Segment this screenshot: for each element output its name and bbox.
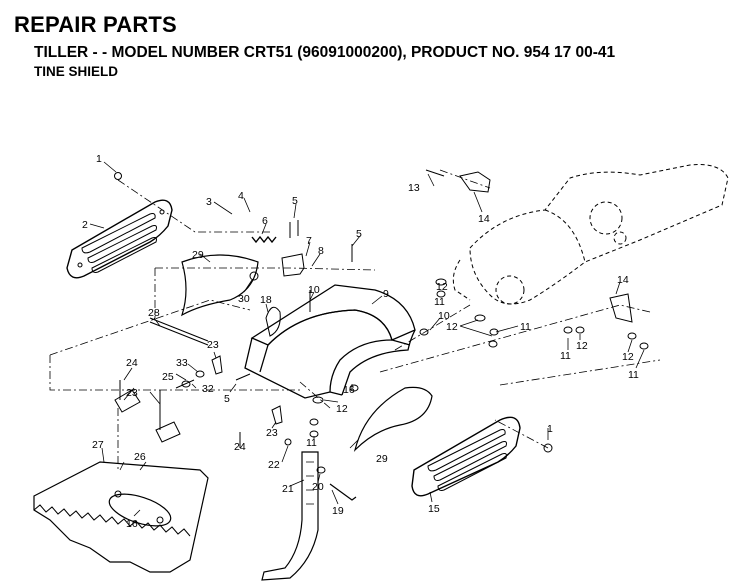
- callout-24: 24: [234, 441, 246, 453]
- callout-labels: 1 1 2 3 4 5 5 5 6 7 8 9 10 10 11 11 11 1…: [82, 153, 639, 530]
- page-title: REPAIR PARTS: [14, 12, 177, 37]
- bracket-14-right: [609, 293, 633, 323]
- rod-28: [149, 317, 209, 346]
- callout-11: 11: [306, 437, 317, 449]
- callout-28: 28: [148, 307, 160, 319]
- fasteners: [114, 169, 649, 524]
- shield-flap-left: [180, 254, 259, 317]
- callout-4: 4: [238, 190, 244, 202]
- callout-8: 8: [318, 245, 324, 257]
- callout-32: 32: [202, 383, 214, 395]
- callout-23: 23: [266, 427, 278, 439]
- pin-19: [329, 483, 357, 501]
- callout-1: 1: [96, 153, 102, 165]
- callout-3: 3: [206, 196, 212, 208]
- callout-14: 14: [478, 213, 490, 225]
- callout-15: 15: [428, 503, 440, 515]
- callout-18: 18: [260, 294, 272, 306]
- callout-26: 26: [134, 451, 146, 463]
- callout-25: 25: [162, 371, 174, 383]
- tine-guard: [33, 461, 209, 573]
- brackets-24: [114, 380, 181, 443]
- depth-stake: [261, 451, 319, 581]
- callout-12: 12: [622, 351, 634, 363]
- callout-22: 22: [268, 459, 280, 471]
- callout-14: 14: [617, 274, 629, 286]
- shield-flap-right: [353, 386, 433, 452]
- callout-19: 19: [332, 505, 344, 517]
- callout-13: 13: [408, 182, 420, 194]
- callout-16: 16: [126, 518, 138, 530]
- bracket-7: [281, 253, 305, 277]
- callout-29: 29: [192, 249, 204, 261]
- callout-5: 5: [224, 393, 230, 405]
- callout-23: 23: [207, 339, 219, 351]
- assembly-lines: [49, 169, 661, 470]
- callout-23: 23: [126, 387, 138, 399]
- callout-9: 9: [383, 288, 389, 300]
- bracket-14-top: [459, 171, 491, 193]
- tine-shield-body: [244, 284, 416, 399]
- callout-12: 12: [576, 340, 588, 352]
- step-plate-left: [66, 199, 173, 279]
- leader-lines: [89, 161, 645, 517]
- callout-10: 10: [438, 310, 450, 322]
- callout-33: 33: [176, 357, 188, 369]
- callout-5: 5: [292, 195, 298, 207]
- callout-1: 1: [547, 423, 553, 435]
- transmission-housing: [452, 164, 729, 305]
- step-plate-right: [411, 416, 521, 497]
- callout-11: 11: [520, 321, 531, 333]
- callout-10: 10: [308, 284, 320, 296]
- callout-12: 12: [446, 321, 458, 333]
- callout-27: 27: [92, 439, 104, 451]
- callout-12: 12: [336, 403, 348, 415]
- callout-29: 29: [376, 453, 388, 465]
- callout-20: 20: [312, 481, 324, 493]
- callout-6: 6: [262, 215, 268, 227]
- callout-7: 7: [306, 235, 312, 247]
- callout-11: 11: [560, 350, 571, 362]
- callout-2: 2: [82, 219, 88, 231]
- model-subtitle: TILLER - - MODEL NUMBER CRT51 (960910002…: [34, 44, 616, 61]
- callout-21: 21: [282, 483, 294, 495]
- callout-12: 12: [436, 281, 448, 293]
- callout-30: 30: [238, 293, 250, 305]
- callout-16: 16: [343, 384, 355, 396]
- spring-6: [251, 235, 277, 244]
- callout-11: 11: [628, 369, 639, 381]
- callout-24: 24: [126, 357, 138, 369]
- callout-5: 5: [356, 228, 362, 240]
- section-title: TINE SHIELD: [34, 64, 119, 79]
- callout-11: 11: [434, 296, 445, 308]
